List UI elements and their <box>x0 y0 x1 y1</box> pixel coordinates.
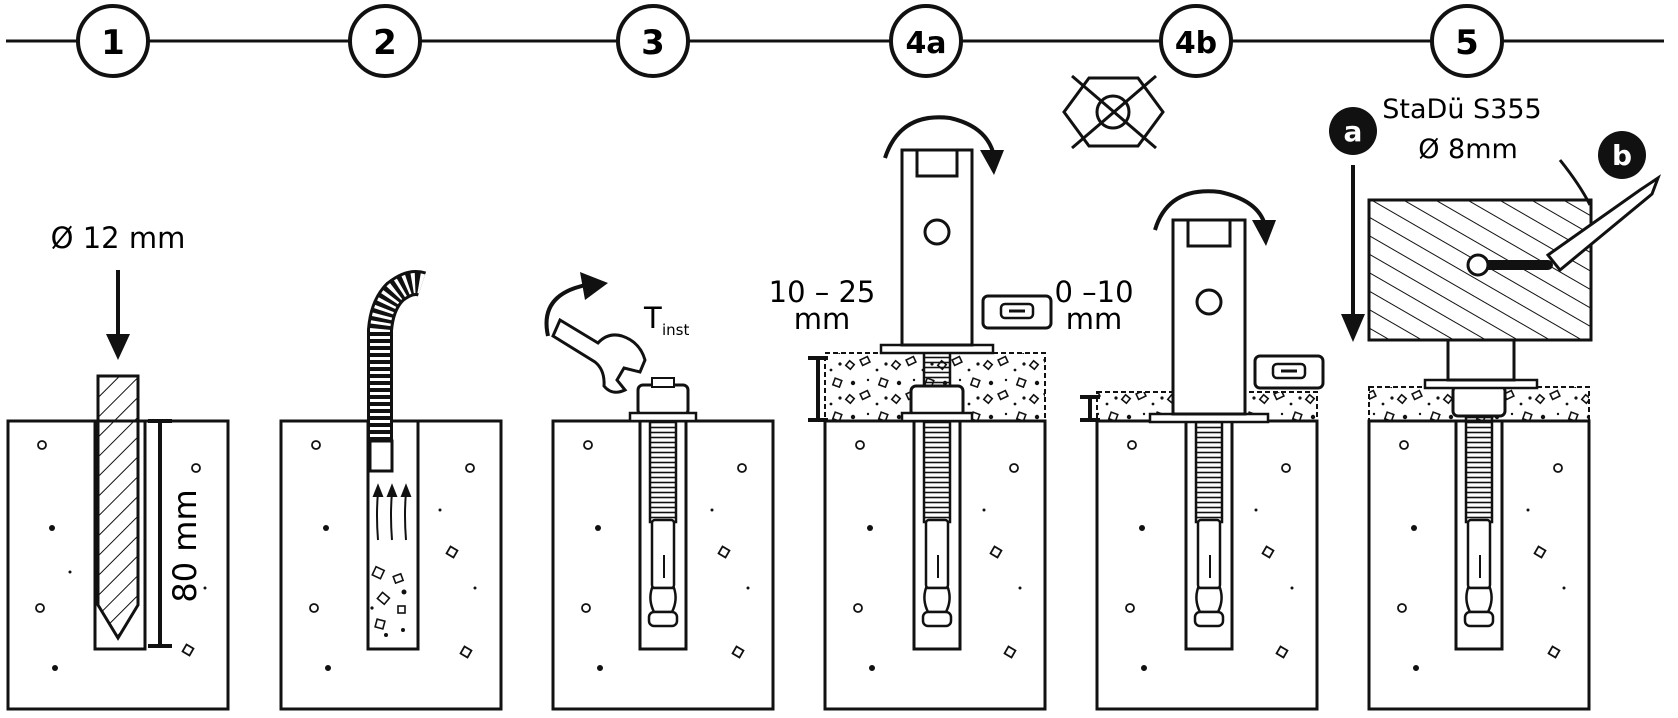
step-marker-5: 5 <box>1430 4 1504 78</box>
badge-b-label: b <box>1612 139 1632 172</box>
wrench-icon <box>551 317 647 394</box>
rotation-arrow-4a <box>883 115 995 159</box>
arrow-head-icon <box>1252 220 1276 246</box>
step-label-4a: 4a <box>905 26 946 61</box>
no-leveling-nut-icon <box>1062 74 1165 150</box>
step-marker-1: 1 <box>76 4 150 78</box>
arrow-head-down-icon <box>106 334 130 360</box>
step-4a-leveling: 10 – 25 mm <box>769 115 1053 711</box>
spirit-level-icon <box>1253 354 1325 390</box>
step-marker-4a: 4a <box>889 4 963 78</box>
gap-range-4b: 0 –10 <box>1054 275 1133 309</box>
badge-a-label: a <box>1344 115 1363 148</box>
anchor-bolt-4a <box>900 348 974 628</box>
rotation-arrow-3 <box>544 283 586 337</box>
gap-unit-4b: mm <box>1066 302 1123 336</box>
air-flow-arrows-icon <box>372 483 412 541</box>
anchor-bolt-5 <box>1451 378 1507 628</box>
step-timeline: 1 2 3 4a 4b 5 <box>6 4 1664 78</box>
step-4b-leveling: 0 –10 mm <box>1054 74 1325 711</box>
pin-diameter-label: Ø 8mm <box>1418 134 1518 165</box>
step-label-1: 1 <box>101 23 125 63</box>
drill-bit-icon <box>96 374 140 641</box>
steel-post-4a <box>879 148 995 355</box>
hex-nut-icon <box>1451 384 1507 418</box>
pin-spec-label: StaDü S355 <box>1382 94 1541 125</box>
hex-nut-icon <box>636 383 690 417</box>
step-2-cleaning <box>279 270 503 711</box>
spirit-level-icon <box>981 294 1053 330</box>
washer <box>628 411 698 423</box>
anchor-bolt-3 <box>628 377 698 628</box>
steel-post-4b <box>1148 218 1270 424</box>
step-marker-3: 3 <box>616 4 690 78</box>
step-label-3: 3 <box>641 23 665 63</box>
drill-diameter-label: Ø 12 mm <box>51 221 186 255</box>
torque-sub-label: inst <box>662 321 689 339</box>
step-label-2: 2 <box>373 23 397 63</box>
badge-a: a <box>1329 107 1377 155</box>
step-marker-2: 2 <box>348 4 422 78</box>
hex-nut-icon <box>909 384 965 418</box>
step-label-4b: 4b <box>1175 26 1217 61</box>
hammer-icon <box>1545 174 1662 273</box>
torque-label: T <box>643 301 662 335</box>
gap-range-4a: 10 – 25 <box>769 275 876 309</box>
step-label-5: 5 <box>1455 23 1479 63</box>
drill-depth-label: 80 mm <box>166 489 204 602</box>
rotation-arrow-4b <box>1153 189 1266 231</box>
arrow-head-down-icon <box>1341 314 1365 342</box>
gap-unit-4a: mm <box>794 302 851 336</box>
step-marker-4b: 4b <box>1159 4 1233 78</box>
post-stub-5 <box>1446 338 1516 382</box>
dowel-hole <box>1466 253 1490 277</box>
badge-b: b <box>1598 131 1646 179</box>
hose-nozzle <box>368 439 394 473</box>
step-3-torque: T inst <box>544 272 775 711</box>
anchor-bolt-4b <box>1193 418 1225 628</box>
step-5-mounting: a b StaDü S355 Ø 8mm <box>1329 94 1662 711</box>
step-1-drilling: Ø 12 mm 80 mm <box>6 221 230 711</box>
arrow-head-icon <box>580 272 608 300</box>
arrow-head-icon <box>980 150 1004 175</box>
